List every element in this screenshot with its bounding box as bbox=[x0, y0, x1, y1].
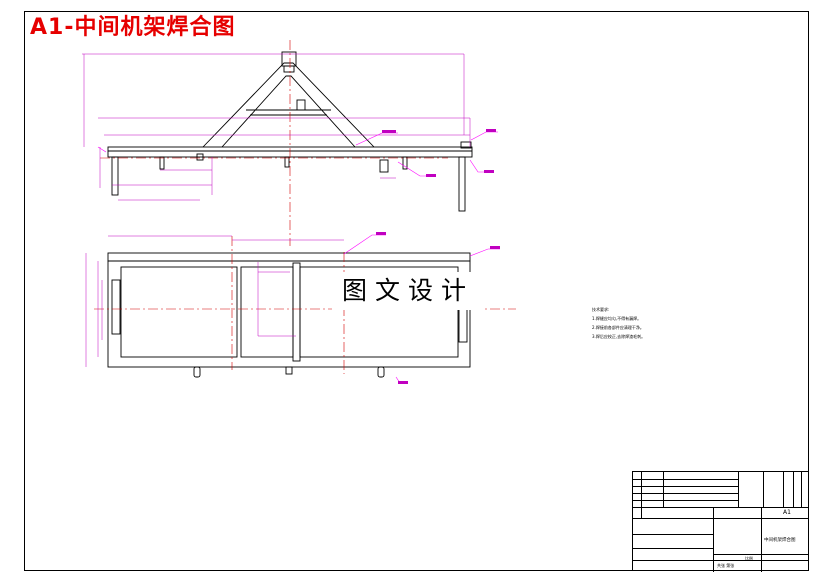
top-view bbox=[107, 252, 471, 378]
page-title: A1-中间机架焊合图 bbox=[30, 15, 236, 40]
title-block-drawing-no: A1 bbox=[783, 509, 791, 516]
front-view-center-lines bbox=[100, 40, 448, 246]
notes-item: 2.焊接前各部件应清理干净。 bbox=[592, 325, 644, 330]
notes-heading: 技术要求: bbox=[592, 307, 610, 312]
title-block-scale-label: 比例 bbox=[745, 556, 753, 561]
title-block-sheet-label: 共张 第张 bbox=[717, 563, 735, 568]
title-block-part-name: 中间机架焊合图 bbox=[764, 538, 796, 543]
watermark-text: 图文设计 bbox=[332, 272, 485, 310]
notes-item: 1.焊缝应均匀,不得有漏焊。 bbox=[592, 316, 642, 321]
drawing-frame bbox=[24, 11, 809, 571]
top-view-dimensions bbox=[85, 235, 344, 367]
front-view-leaders bbox=[97, 131, 498, 177]
dimension-label-marks bbox=[376, 129, 500, 384]
technical-notes: 技术要求: 1.焊缝应均匀,不得有漏焊。 2.焊接前各部件应清理干净。 3.焊后… bbox=[592, 305, 672, 341]
notes-item: 3.焊后应校正,去除焊渣毛刺。 bbox=[592, 334, 646, 339]
title-block: 中间机架焊合图 A1 比例 共张 第张 bbox=[632, 471, 809, 572]
front-view-dimensions bbox=[82, 53, 471, 201]
